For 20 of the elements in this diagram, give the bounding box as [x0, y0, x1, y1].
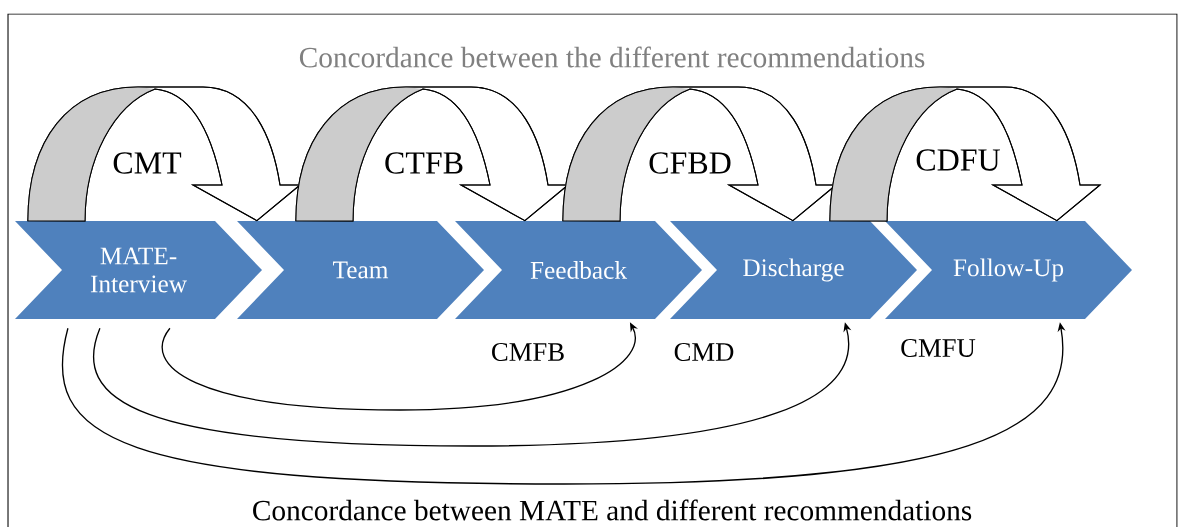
node-label: Discharge	[743, 258, 844, 282]
node-label: Team	[333, 261, 389, 279]
chevron-box: Discharge	[670, 221, 917, 319]
node-label: Follow-Up	[953, 258, 1064, 282]
chevron-box: MATE-Interview	[15, 221, 262, 319]
edge-label: CMD	[672, 341, 736, 363]
caption: Concordance between MATE and different recommendations	[253, 499, 972, 521]
edge-label: CMT	[111, 150, 183, 176]
curved-arrow	[27, 86, 301, 222]
chevron-box: Feedback	[455, 221, 702, 319]
curved-arrow	[829, 86, 1101, 222]
edge-label: CFBD	[646, 150, 734, 176]
edge-label: CMFB	[489, 341, 567, 363]
chevron-box: Team	[237, 221, 484, 319]
node-label: Feedback	[530, 261, 628, 279]
title: Concordance between the different recommendations	[299, 46, 925, 68]
edge-label: CMFU	[898, 337, 978, 359]
edge-label: CDFU	[914, 147, 1002, 173]
chevron-box: Follow-Up	[885, 221, 1132, 319]
edge-label: CTFB	[382, 150, 466, 176]
